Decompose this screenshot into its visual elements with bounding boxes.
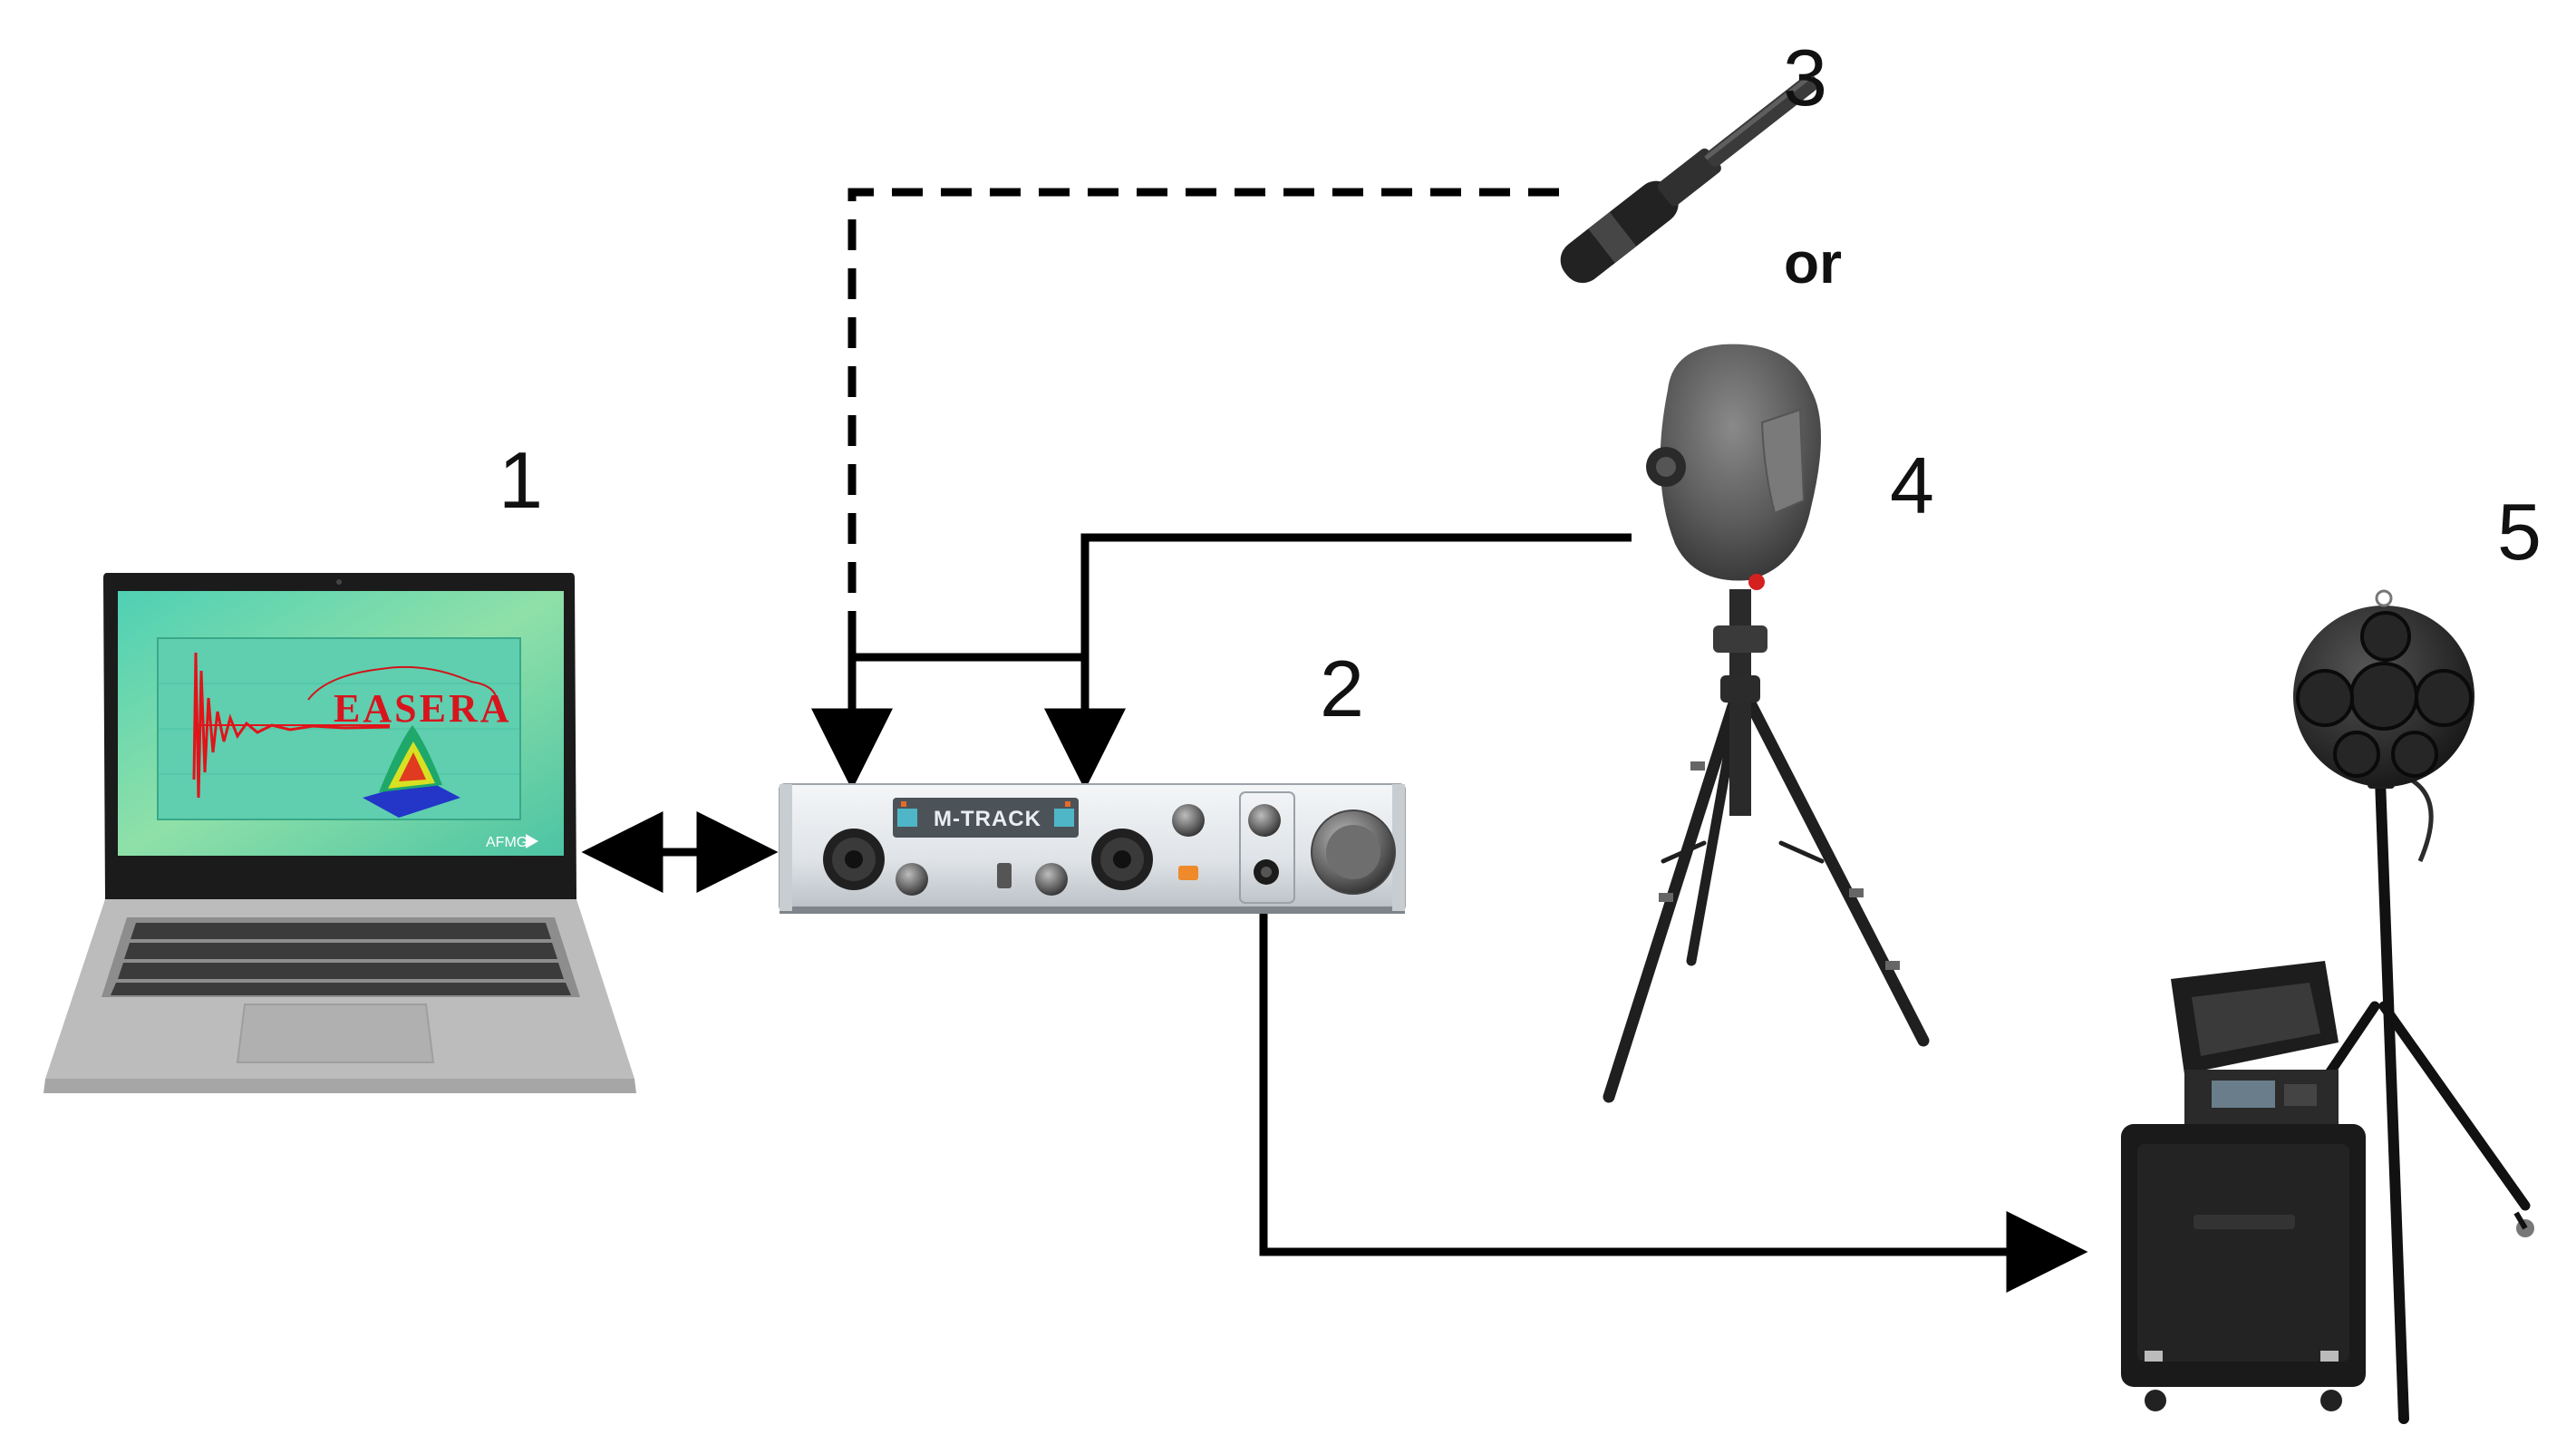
waterfall-plot — [363, 725, 460, 818]
connection-lines — [581, 188, 2088, 1293]
measurement-microphone — [1560, 73, 1819, 284]
dummy-head — [1660, 344, 1821, 581]
screen-logo: AFMG — [486, 835, 528, 850]
input-2-combo-jack — [1091, 829, 1153, 890]
label-microphone: 3 — [1783, 33, 1827, 122]
binaural-head-cable — [1080, 533, 1632, 657]
interface-brand: M-TRACK — [934, 807, 1041, 831]
gain-knobs — [896, 804, 1281, 896]
car-outline — [307, 665, 498, 701]
keyboard — [102, 917, 580, 997]
label-head: 4 — [1890, 441, 1934, 530]
impulse-response-waveform — [192, 652, 391, 799]
laptop-computer: EASERA AFMG — [44, 573, 636, 1093]
trackpad — [236, 1003, 435, 1063]
or-label: or — [1784, 230, 1842, 296]
dodecahedron-speaker — [2293, 589, 2474, 787]
audio-interface: M-TRACK — [779, 783, 1406, 914]
label-computer: 1 — [499, 435, 543, 525]
output-cable-to-loudspeaker — [1259, 909, 2088, 1293]
dodecahedron-loudspeaker-system — [2121, 589, 2534, 1424]
label-loudspeaker: 5 — [2497, 487, 2542, 577]
label-interface: 2 — [1320, 644, 1364, 733]
amplifier-case — [2121, 961, 2366, 1411]
microphone-dashed-cable — [847, 188, 1559, 657]
input-1-combo-jack — [823, 829, 885, 890]
binaural-head-tripod — [1603, 344, 1930, 1103]
screen-software-title: EASERA — [334, 686, 512, 731]
